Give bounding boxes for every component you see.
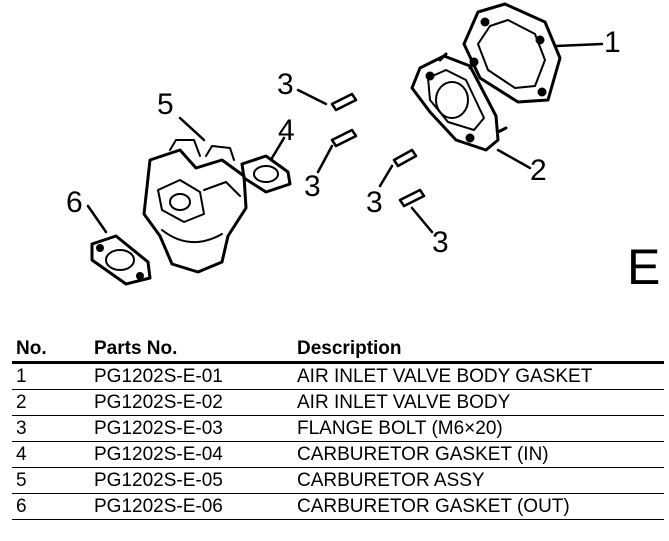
row-no: 3 bbox=[12, 415, 90, 442]
row-description: AIR INLET VALVE BODY bbox=[293, 389, 664, 416]
callout-3-b: 3 bbox=[304, 170, 321, 203]
table-row: 1 PG1202S-E-01 AIR INLET VALVE BODY GASK… bbox=[12, 362, 664, 390]
callout-4: 4 bbox=[278, 114, 295, 147]
callout-3-c: 3 bbox=[366, 186, 383, 219]
row-part-no: PG1202S-E-04 bbox=[90, 441, 293, 468]
table-row: 3 PG1202S-E-03 FLANGE BOLT (M6×20) bbox=[12, 415, 664, 442]
row-part-no: PG1202S-E-01 bbox=[90, 362, 293, 390]
header-no: No. bbox=[12, 335, 90, 364]
table-header-row: No. Parts No. Description bbox=[12, 335, 664, 364]
row-no: 1 bbox=[12, 362, 90, 390]
callout-6: 6 bbox=[66, 186, 83, 219]
table-row: 2 PG1202S-E-02 AIR INLET VALVE BODY bbox=[12, 389, 664, 416]
callout-2: 2 bbox=[530, 154, 547, 187]
callout-3-a: 3 bbox=[277, 68, 294, 101]
row-description: FLANGE BOLT (M6×20) bbox=[293, 415, 664, 442]
part-4-gasket-drawing bbox=[240, 154, 292, 194]
part-6-gasket-drawing bbox=[90, 234, 152, 286]
row-no: 4 bbox=[12, 441, 90, 468]
row-part-no: PG1202S-E-03 bbox=[90, 415, 293, 442]
row-no: 5 bbox=[12, 467, 90, 494]
row-part-no: PG1202S-E-02 bbox=[90, 389, 293, 416]
row-part-no: PG1202S-E-06 bbox=[90, 493, 293, 520]
table-row: 5 PG1202S-E-05 CARBURETOR ASSY bbox=[12, 467, 664, 494]
row-no: 2 bbox=[12, 389, 90, 416]
callout-3-d: 3 bbox=[432, 226, 449, 259]
row-description: CARBURETOR GASKET (IN) bbox=[293, 441, 664, 468]
callout-1: 1 bbox=[604, 26, 621, 59]
row-description: CARBURETOR ASSY bbox=[293, 467, 664, 494]
row-description: AIR INLET VALVE BODY GASKET bbox=[293, 362, 664, 390]
leader-lines bbox=[86, 42, 604, 234]
section-letter: E bbox=[627, 239, 661, 295]
row-part-no: PG1202S-E-05 bbox=[90, 467, 293, 494]
parts-table: No. Parts No. Description 1 PG1202S-E-01… bbox=[12, 335, 664, 520]
exploded-parts-diagram: 1 2 3 3 3 3 4 5 6 bbox=[66, 2, 621, 286]
part-1-gasket-drawing bbox=[462, 2, 562, 104]
table-row: 6 PG1202S-E-06 CARBURETOR GASKET (OUT) bbox=[12, 493, 664, 520]
callout-5: 5 bbox=[157, 88, 174, 121]
part-3-bolts-drawing bbox=[330, 92, 426, 208]
row-no: 6 bbox=[12, 493, 90, 520]
header-parts-no: Parts No. bbox=[90, 335, 293, 364]
table-row: 4 PG1202S-E-04 CARBURETOR GASKET (IN) bbox=[12, 441, 664, 468]
part-2-valve-body-drawing bbox=[410, 52, 508, 152]
row-description: CARBURETOR GASKET (OUT) bbox=[293, 493, 664, 520]
part-5-carburetor-drawing bbox=[142, 139, 248, 274]
header-description: Description bbox=[293, 335, 664, 364]
